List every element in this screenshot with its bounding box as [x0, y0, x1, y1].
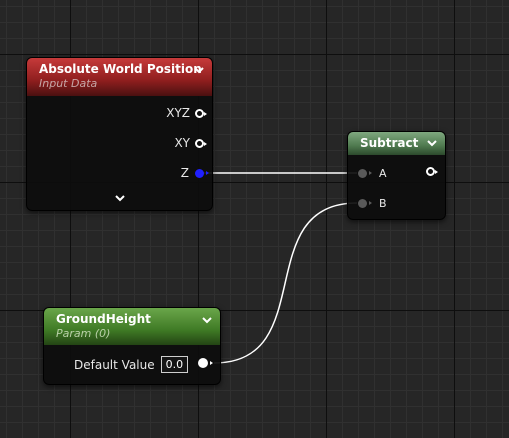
chevron-down-icon[interactable] — [426, 137, 438, 149]
output-pin-icon[interactable] — [195, 108, 207, 118]
pin-row-xy[interactable]: XY — [174, 136, 207, 150]
output-pin-icon[interactable] — [198, 358, 213, 368]
ground-height-node[interactable]: GroundHeight Param (0) Default Value 0.0 — [43, 307, 221, 385]
chevron-down-icon[interactable] — [115, 192, 125, 205]
node-subtitle: Input Data — [39, 77, 98, 90]
node-title: GroundHeight — [56, 312, 151, 326]
pin-label-xy: XY — [174, 136, 190, 150]
input-pin-icon[interactable] — [358, 169, 372, 178]
default-value-input[interactable]: 0.0 — [160, 356, 189, 373]
wire-groundheight-to-b — [213, 202, 358, 364]
node-title: Absolute World Position — [39, 62, 202, 76]
pin-row-b[interactable]: B — [358, 197, 387, 210]
pin-label-b: B — [379, 197, 387, 210]
output-pin-icon[interactable] — [195, 168, 209, 178]
output-pin-icon[interactable] — [195, 138, 207, 148]
pin-row-xyz[interactable]: XYZ — [166, 106, 207, 120]
pin-row-result[interactable] — [426, 167, 438, 176]
default-value-label: Default Value — [74, 357, 155, 372]
node-header[interactable]: Absolute World Position Input Data — [27, 58, 212, 96]
pin-label-z: Z — [180, 166, 189, 180]
chevron-down-icon[interactable] — [201, 314, 213, 326]
pin-label-xyz: XYZ — [166, 106, 190, 120]
pin-label-a: A — [379, 167, 387, 180]
node-title: Subtract — [360, 136, 419, 150]
node-header[interactable]: Subtract — [348, 132, 445, 155]
absolute-world-position-node[interactable]: Absolute World Position Input Data XYZ X… — [26, 57, 213, 211]
input-pin-icon[interactable] — [358, 199, 372, 208]
pin-row-output[interactable] — [198, 358, 213, 368]
output-pin-icon[interactable] — [426, 167, 438, 176]
subtract-node[interactable]: Subtract A B — [347, 131, 446, 220]
pin-row-a[interactable]: A — [358, 167, 387, 180]
pin-row-z[interactable]: Z — [180, 166, 209, 180]
pin-row-default-value[interactable]: Default Value 0.0 — [74, 356, 189, 373]
node-subtitle: Param (0) — [56, 327, 111, 340]
chevron-down-icon[interactable] — [193, 64, 205, 76]
node-header[interactable]: GroundHeight Param (0) — [44, 308, 220, 345]
